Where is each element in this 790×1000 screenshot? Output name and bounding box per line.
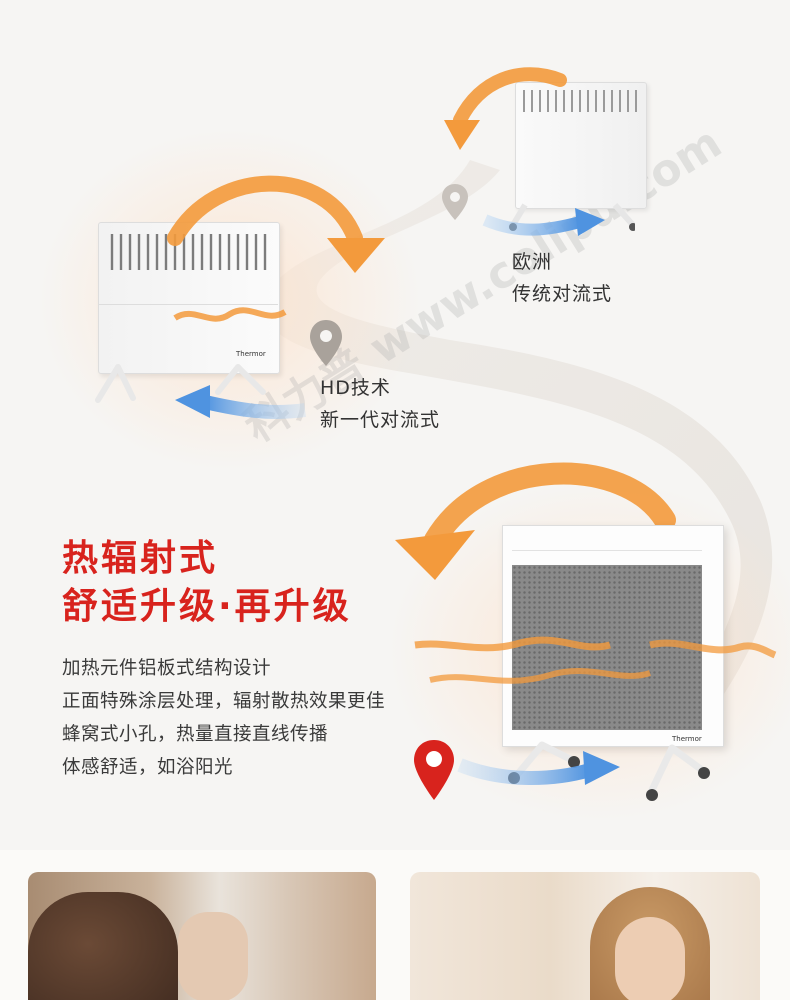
hd-caption: HD技术 新一代对流式	[320, 372, 440, 436]
headline-line2: 舒适升级·再升级	[62, 586, 352, 627]
heat-wave-icon	[173, 307, 287, 322]
headline: 热辐射式 舒适升级·再升级	[62, 535, 352, 631]
european-caption-line2: 传统对流式	[512, 283, 613, 305]
feature-item: 蜂窝式小孔，热量直接直线传播	[62, 724, 329, 745]
feature-item: 加热元件铝板式结构设计	[62, 658, 272, 679]
warm-arrow-icon	[444, 67, 567, 150]
headline-line1: 热辐射式	[62, 538, 219, 579]
radiant-heater: Thermor	[502, 525, 724, 801]
location-pin-icon	[414, 740, 454, 800]
hd-caption-line1: HD技术	[320, 377, 391, 399]
warm-arrow-icon	[395, 462, 676, 580]
european-caption-line1: 欧洲	[512, 251, 553, 273]
product-infographic: 科力普 www.colipu.com 欧洲 传统对流式	[40, 67, 790, 820]
cool-arrow-icon	[175, 385, 306, 420]
brand-label: Thermor	[672, 735, 702, 743]
european-caption: 欧洲 传统对流式	[512, 246, 612, 310]
photo-strip	[0, 850, 790, 1000]
heat-wave-icon	[414, 636, 777, 684]
feature-item: 体感舒适，如浴阳光	[62, 757, 234, 778]
hd-heater: Thermor	[95, 222, 280, 403]
lifestyle-photo-left	[28, 872, 376, 1000]
cool-arrow-icon	[457, 751, 620, 785]
european-heater	[509, 82, 647, 231]
hd-caption-line2: 新一代对流式	[320, 409, 441, 431]
feature-list: 加热元件铝板式结构设计 正面特殊涂层处理，辐射散热效果更佳 蜂窝式小孔，热量直接…	[62, 652, 385, 784]
cool-arrow-icon	[482, 208, 605, 236]
location-pin-icon	[310, 320, 342, 366]
feature-item: 正面特殊涂层处理，辐射散热效果更佳	[62, 691, 386, 712]
location-pin-icon	[442, 184, 468, 220]
lifestyle-photo-right	[410, 872, 760, 1000]
warm-arrow-icon	[167, 175, 385, 273]
brand-label: Thermor	[236, 350, 266, 358]
